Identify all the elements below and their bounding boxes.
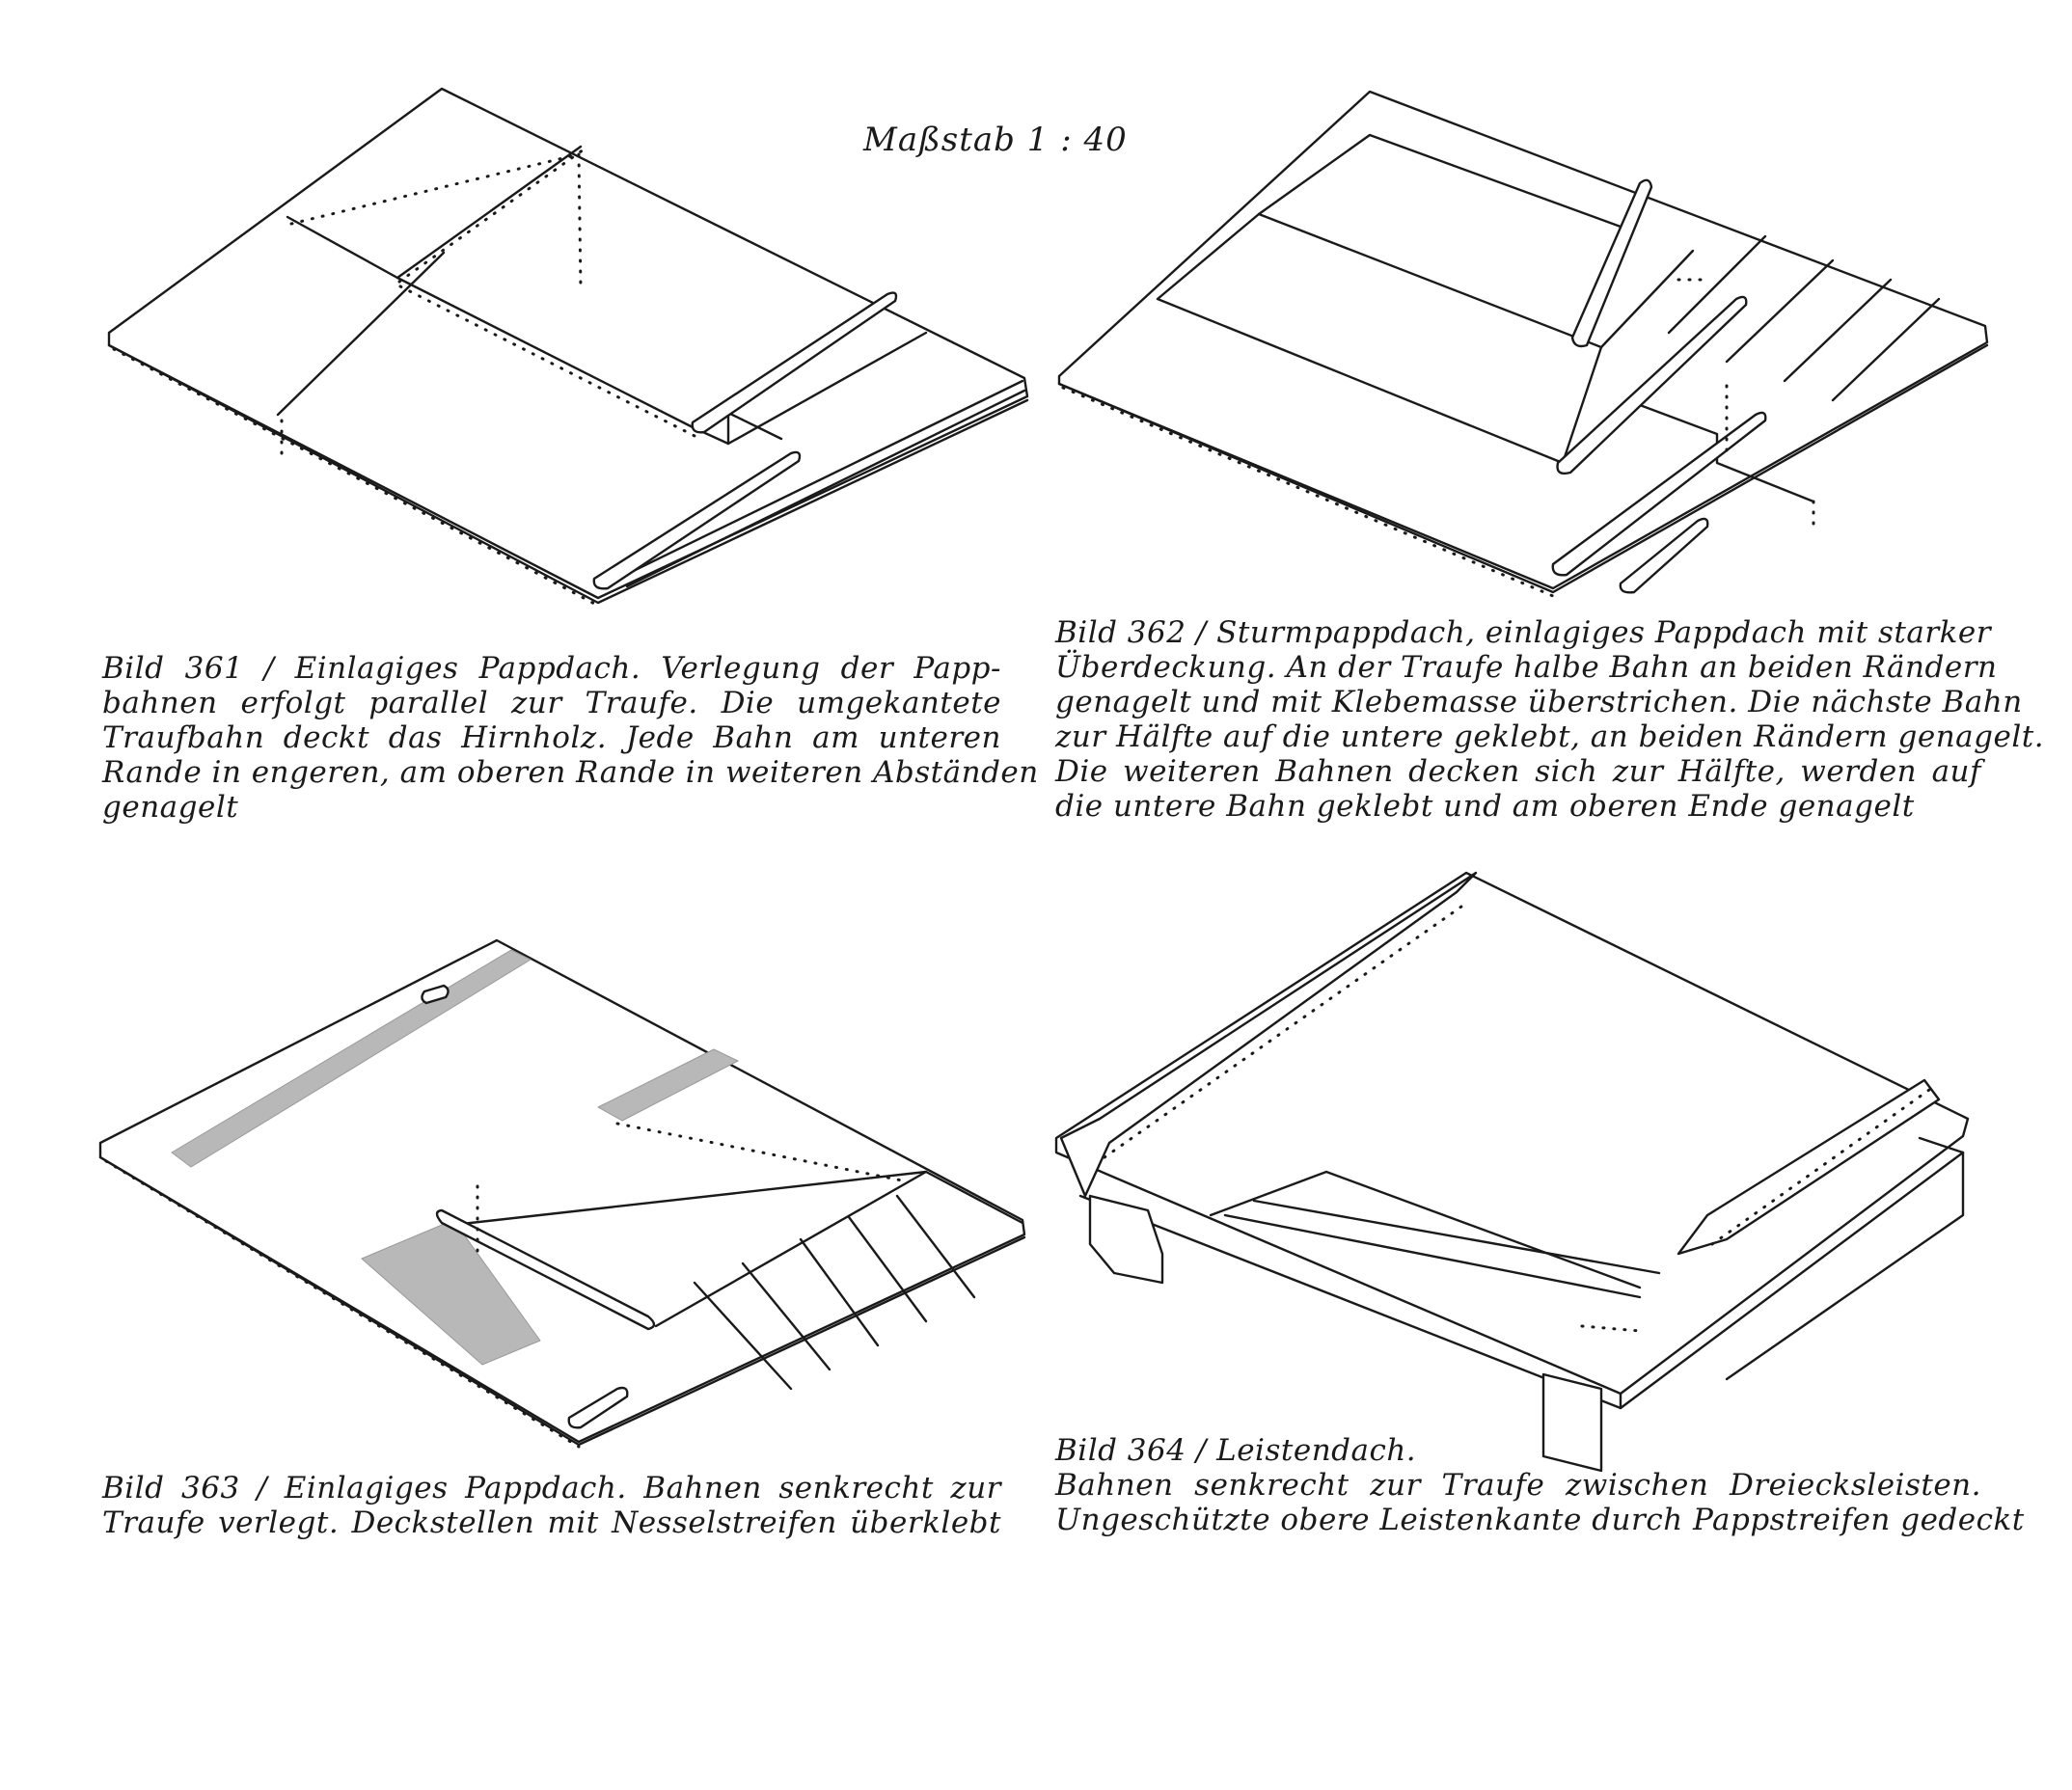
roll-363-a	[435, 1208, 656, 1331]
strip-362-b	[1667, 234, 1767, 335]
sheet-2-362	[1257, 133, 1622, 229]
sheet-lap-lower-361	[276, 251, 446, 417]
slab-edge-361	[107, 343, 1029, 605]
caption-364: Bild 364 / Leistendach. Bahnen senkrecht…	[1055, 1433, 2025, 1537]
nail-dots-362	[1061, 278, 1815, 598]
nail-dots-361	[112, 148, 696, 608]
eave-edge-361	[606, 379, 1024, 585]
caption-line: Bild 362 / Sturmpappdach, einlagiges Pap…	[1055, 615, 1992, 650]
roll-362-d	[1619, 517, 1709, 594]
roll-362-a	[1570, 178, 1653, 348]
caption-363: Bild 363 / Einlagiges Pappdach. Bahnen s…	[102, 1471, 1001, 1540]
nail-dots-364	[1103, 905, 1931, 1333]
caption-line: Bild 361 / Einlagiges Pappdach. Verlegun…	[102, 651, 1001, 686]
roll-361-b	[592, 450, 802, 590]
sheet-edge-363	[654, 1170, 1024, 1328]
roof-slab-362	[1057, 90, 1989, 590]
eave-line-361	[625, 389, 1026, 588]
roll-363-c	[421, 984, 450, 1005]
sheet-line-364-b	[1223, 1213, 1642, 1299]
caption-line: Die weiteren Bahnen decken sich zur Hälf…	[1055, 754, 1981, 789]
drawing-361	[107, 87, 1029, 608]
drawing-363	[98, 938, 1026, 1449]
sheet-lap-363	[451, 1170, 928, 1227]
joint-363-c	[799, 1237, 880, 1347]
strip-362-d	[1783, 278, 1893, 383]
sheet-line-364-a	[1252, 1199, 1661, 1275]
strip-line-361	[726, 331, 928, 446]
joint-363-a	[693, 1281, 793, 1391]
rafter-right-364	[1541, 1372, 1603, 1473]
sheet-bottom-364	[1209, 1170, 1642, 1289]
roof-slab-364	[1054, 871, 1970, 1396]
scale-label: Maßstab 1 : 40	[863, 121, 1128, 159]
strip-362-c	[1725, 258, 1835, 364]
caption-362: Bild 362 / Sturmpappdach, einlagiges Pap…	[1055, 615, 2045, 824]
joint-363-e	[895, 1194, 976, 1299]
caption-line: genagelt und mit Klebemasse überstrichen…	[1055, 685, 2023, 719]
strip-362-e	[1831, 297, 1941, 402]
roll-363-b	[567, 1386, 629, 1429]
roof-slab-363	[98, 938, 1026, 1444]
caption-line: genagelt	[102, 790, 239, 825]
batten-ridge-right-364	[1677, 1078, 1941, 1256]
roof-slab-361	[107, 87, 1029, 600]
drawing-362	[1057, 90, 1989, 598]
caption-line: Rande in engeren, am oberen Rande in wei…	[102, 755, 1039, 790]
step-361	[693, 411, 783, 446]
strip-362-a	[1599, 249, 1695, 349]
caption-line: Ungeschützte obere Leistenkante durch Pa…	[1055, 1503, 2025, 1537]
batten-ridge-left-364	[1059, 871, 1478, 1198]
slab-edge-363	[98, 1155, 1026, 1447]
caption-line: die untere Bahn geklebt und am oberen En…	[1055, 789, 1915, 824]
joint-363-d	[847, 1215, 928, 1323]
caption-line: Traufe verlegt. Deckstellen mit Nesselst…	[102, 1505, 1001, 1540]
roll-362-b	[1556, 295, 1748, 475]
nail-dots-363	[104, 1122, 909, 1449]
caption-line: zur Hälfte auf die untere geklebt, an be…	[1055, 719, 2045, 754]
caption-361: Bild 361 / Einlagiges Pappdach. Verlegun…	[102, 651, 1039, 825]
slab-edge-362	[1057, 343, 1989, 594]
caption-line: Traufbahn deckt das Hirnholz. Jede Bahn …	[102, 720, 1001, 755]
caption-line: bahnen erfolgt parallel zur Traufe. Die …	[102, 686, 1001, 720]
caption-line: Bahnen senkrecht zur Traufe zwischen Dre…	[1055, 1468, 1981, 1503]
caption-line: Bild 363 / Einlagiges Pappdach. Bahnen s…	[102, 1471, 1001, 1505]
fabric-strip-363-b	[597, 1048, 739, 1122]
caption-line: Bild 364 / Leistendach.	[1055, 1433, 1417, 1468]
fabric-strip-363-c	[361, 1219, 541, 1366]
caption-line: Überdeckung. An der Traufe halbe Bahn an…	[1055, 650, 1998, 685]
joint-363-b	[741, 1261, 832, 1371]
drawing-364	[1054, 871, 1970, 1473]
wall-plate-364	[1725, 1136, 1965, 1381]
rafter-left-364	[1088, 1194, 1164, 1285]
roll-362-c	[1551, 411, 1767, 577]
roll-361-a	[691, 291, 898, 434]
fabric-strip-363-a	[171, 949, 532, 1168]
